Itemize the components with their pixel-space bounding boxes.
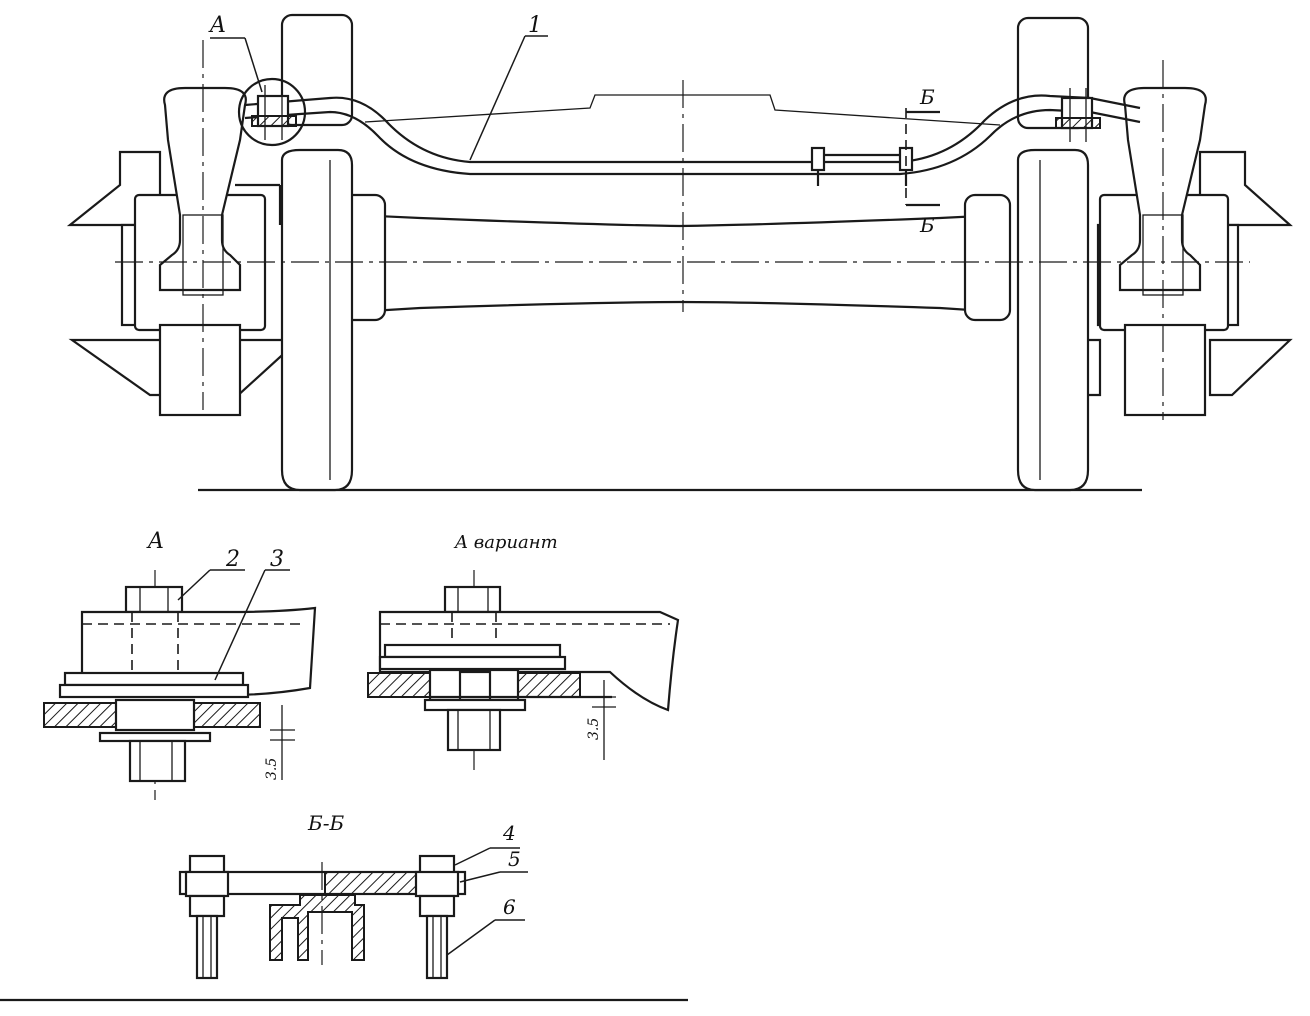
callout-2: 2 bbox=[225, 547, 240, 572]
main-view-wheelset bbox=[66, 13, 1293, 492]
detail-a-variant-title: A вариант bbox=[453, 532, 558, 553]
section-bb bbox=[0, 847, 688, 1002]
section-b-bottom-label: Б bbox=[919, 213, 935, 237]
section-bb-labels: Б-Б 4 5 6 bbox=[307, 811, 521, 919]
detail-a-variant-labels: A вариант 3.5 bbox=[453, 532, 602, 740]
callout-3: 3 bbox=[270, 547, 284, 572]
main-view-labels: 1 A Б Б bbox=[208, 13, 935, 237]
detail-a-title: A bbox=[146, 529, 164, 554]
detail-a-variant bbox=[367, 570, 680, 770]
detail-a bbox=[43, 569, 317, 800]
callout-4: 4 bbox=[502, 821, 516, 845]
callout-1: 1 bbox=[528, 13, 542, 38]
dimension-label-1: 3.5 bbox=[264, 758, 280, 780]
section-bb-title: Б-Б bbox=[307, 811, 344, 835]
callout-6: 6 bbox=[503, 895, 516, 919]
callout-5: 5 bbox=[508, 847, 521, 871]
section-b-top-label: Б bbox=[919, 85, 935, 109]
view-a-marker: A bbox=[208, 13, 226, 38]
dimension-label-2: 3.5 bbox=[586, 718, 602, 740]
detail-a-labels: A 2 3 3.5 bbox=[146, 529, 284, 780]
